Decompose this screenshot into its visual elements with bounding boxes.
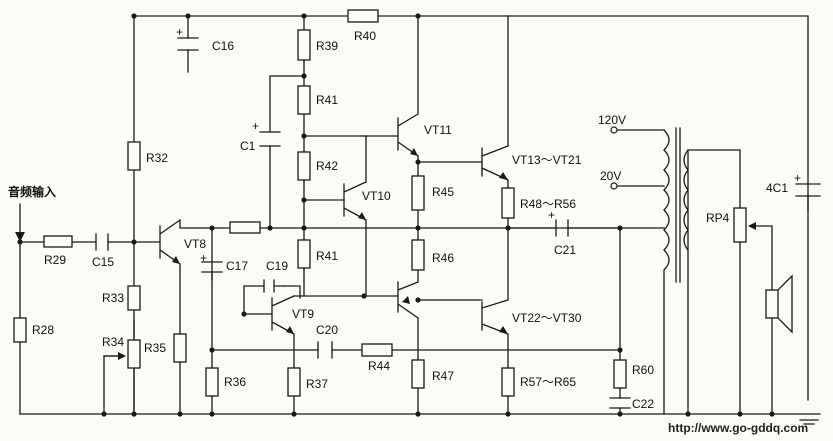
label-vt8: VT8 — [184, 237, 206, 251]
label-r45: R45 — [432, 185, 454, 199]
capacitor-c19 — [263, 279, 285, 293]
junction-dots — [17, 13, 775, 417]
svg-text:+: + — [200, 251, 207, 265]
label-r48-r56: R48～R56 — [520, 197, 576, 211]
capacitors — [95, 37, 821, 409]
label-r36: R36 — [224, 375, 246, 389]
resistor-r40 — [347, 9, 379, 23]
label-vt9: VT9 — [292, 307, 314, 321]
resistor-r44 — [361, 343, 393, 357]
label-r35: R35 — [144, 341, 166, 355]
label-4c1: 4C1 — [766, 181, 788, 195]
resistor-r57 — [501, 367, 515, 397]
resistor-r32 — [127, 141, 141, 171]
capacitor-c1 — [259, 131, 281, 147]
resistor-r28 — [13, 317, 27, 343]
svg-text:+: + — [176, 25, 183, 39]
emitter-arrows — [172, 148, 508, 334]
svg-text:+: + — [252, 119, 259, 133]
label-input: 音频输入 — [8, 184, 56, 199]
label-r29: R29 — [44, 253, 66, 267]
svg-text:+: + — [548, 208, 555, 222]
label-r34: R34 — [102, 335, 124, 349]
label-vt13-vt21: VT13～VT21 — [512, 153, 582, 167]
capacitor-c22 — [609, 397, 631, 409]
label-r37: R37 — [306, 377, 328, 391]
label-20v: 20V — [600, 169, 621, 183]
label-r33: R33 — [102, 291, 124, 305]
resistors — [13, 9, 747, 397]
resistor-r48 — [501, 187, 515, 219]
label-r57-r65: R57～R65 — [520, 375, 576, 389]
component-labels: 音频输入 R28 R29 C15 R32 VT8 R33 R34 R35 R36… — [8, 29, 808, 435]
resistor-r36 — [205, 367, 219, 397]
label-r40: R40 — [354, 29, 376, 43]
capacitor-c16 — [177, 37, 199, 51]
label-r41a: R41 — [316, 93, 338, 107]
resistor-r35 — [173, 333, 187, 363]
resistor-r38 — [229, 221, 261, 234]
polarity-marks: + + + + + — [176, 25, 801, 265]
label-c1: C1 — [240, 139, 256, 153]
label-c20: C20 — [316, 323, 338, 337]
label-r41b: R41 — [316, 249, 338, 263]
capacitor-c20 — [317, 341, 333, 359]
label-120v: 120V — [598, 113, 626, 127]
resistor-r34 — [127, 339, 141, 369]
label-c21: C21 — [554, 243, 576, 257]
resistor-r47 — [411, 359, 425, 389]
resistor-r41a — [297, 85, 311, 115]
label-r42: R42 — [316, 159, 338, 173]
label-r47: R47 — [432, 369, 454, 383]
label-vt11: VT11 — [424, 123, 452, 137]
tap-terminals — [610, 126, 618, 190]
label-r46: R46 — [432, 251, 454, 265]
resistor-r60 — [613, 359, 627, 389]
label-r39: R39 — [316, 39, 338, 53]
watermark-url: http://www.go-gddq.com — [668, 421, 808, 435]
potentiometer-rp4 — [733, 207, 747, 243]
label-vt10: VT10 — [362, 189, 391, 203]
rp4-wiper-arrow — [748, 222, 756, 230]
label-c15: C15 — [92, 255, 114, 269]
label-rp4: RP4 — [706, 211, 730, 225]
label-c19: C19 — [266, 259, 288, 273]
resistor-r45 — [411, 175, 425, 211]
label-vt22-vt30: VT22～VT30 — [512, 311, 582, 325]
label-r60: R60 — [632, 363, 654, 377]
label-c16: C16 — [212, 39, 234, 53]
label-c17: C17 — [226, 259, 248, 273]
resistor-r46 — [411, 239, 425, 271]
r34-wiper-arrow — [118, 352, 126, 360]
resistor-r37 — [287, 367, 301, 397]
output-transformer — [663, 127, 689, 415]
label-r44: R44 — [368, 359, 390, 373]
resistor-r41b — [297, 239, 311, 269]
resistor-r33 — [127, 285, 141, 311]
label-r28: R28 — [32, 323, 54, 337]
svg-text:+: + — [794, 171, 801, 185]
capacitor-c21 — [555, 219, 569, 237]
capacitor-c15 — [95, 233, 109, 251]
input-arrow-icon — [15, 232, 25, 242]
ground-icon — [799, 419, 819, 425]
resistor-r42 — [297, 151, 311, 181]
label-c22: C22 — [632, 397, 654, 411]
speaker-icon — [765, 274, 793, 334]
resistor-r29 — [43, 235, 73, 248]
resistor-r39 — [297, 29, 311, 61]
label-r32: R32 — [146, 151, 168, 165]
